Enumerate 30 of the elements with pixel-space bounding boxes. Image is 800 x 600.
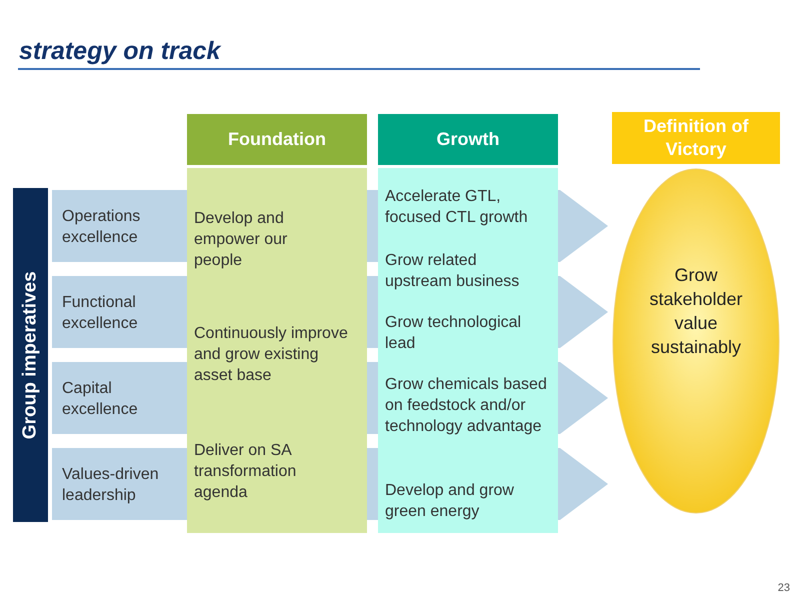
chevron-band: [52, 448, 187, 520]
vertical-heading: Group imperatives: [18, 271, 42, 439]
column-header: [612, 112, 780, 164]
header-text: Foundation: [228, 128, 326, 151]
band-text: Values-driven leadership: [62, 465, 160, 506]
panel-text: Grow related upstream business: [385, 251, 520, 292]
band-text: Operations excellence: [62, 207, 142, 248]
goal-text: Grow stakeholder value sustainably: [648, 264, 744, 359]
column-header: [187, 114, 367, 165]
column-panel: [378, 168, 558, 533]
panel-text: Accelerate GTL, focused CTL growth: [385, 187, 529, 228]
chevron-band: [52, 190, 187, 262]
column-panel: [187, 168, 367, 533]
band-text: Capital excellence: [62, 379, 139, 420]
panel-text: Deliver on SA transformation agenda: [194, 441, 298, 503]
band-text: Functional excellence: [62, 293, 139, 334]
panel-text: Develop and empower our people: [194, 209, 288, 271]
panel-text: Grow chemicals based on feedstock and/or technology advantage: [385, 375, 547, 437]
slide-title: strategy on track: [19, 36, 220, 67]
header-text: Definition of Victory: [642, 115, 750, 161]
side-bar: [13, 188, 48, 522]
goal-ellipse: [612, 168, 780, 514]
panel-text: Develop and grow green energy: [385, 481, 515, 522]
chevron-band: [52, 362, 187, 434]
column-header: [378, 114, 558, 165]
panel-text: Continuously improve and grow existing asset base: [194, 324, 349, 386]
header-text: Growth: [436, 128, 500, 151]
panel-text: Grow technological lead: [385, 313, 522, 354]
page-number: 23: [778, 581, 790, 596]
chevron-band: [52, 276, 187, 348]
